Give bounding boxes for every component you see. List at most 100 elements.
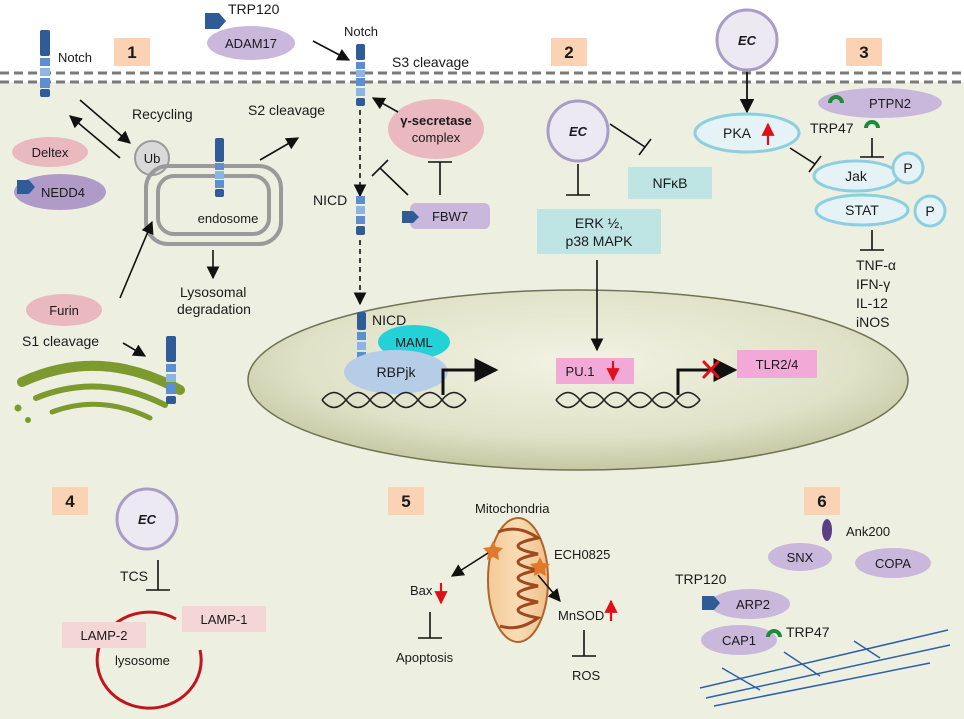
ec-circle-4: EC [115, 487, 179, 551]
jak-oval: Jak [812, 159, 900, 193]
s1-cleavage-arrow [122, 342, 147, 357]
svg-text:4: 4 [65, 492, 75, 511]
nfkb-box: NFκB [628, 167, 712, 199]
svg-text:complex: complex [412, 130, 461, 145]
s1-cleavage-label: S1 cleavage [22, 333, 99, 349]
svg-text:ADAM17: ADAM17 [225, 36, 277, 51]
ptpn2-protein: PTPN2 [818, 88, 942, 118]
svg-text:γ-secretase: γ-secretase [400, 113, 472, 128]
jak-phospho: P [891, 151, 925, 185]
fbw7-inhibition [371, 159, 452, 196]
nicd-nuclear-icon [357, 312, 366, 360]
svg-text:P: P [903, 160, 912, 176]
dna-helix-2 [555, 391, 701, 409]
s2-cleavage-arrow [259, 137, 300, 161]
svg-text:PU.1: PU.1 [566, 364, 595, 379]
panel-label-3: 3 [846, 38, 882, 66]
deltex-protein: Deltex [12, 137, 88, 167]
gamma-secretase-arrow [371, 97, 399, 113]
svg-text:STAT: STAT [845, 202, 879, 218]
endoplasmic-reticulum [14, 360, 185, 423]
notch-membrane-icon [356, 44, 365, 106]
svg-text:3: 3 [859, 43, 868, 62]
erk-box: ERK ½, p38 MAPK [537, 209, 661, 254]
svg-text:endosome: endosome [198, 211, 259, 226]
ank200-label: Ank200 [846, 524, 890, 539]
transcription-arrow-1 [441, 358, 499, 395]
svg-text:PTPN2: PTPN2 [869, 96, 911, 111]
panel-label-5: 5 [388, 487, 424, 515]
cytokine-ifn: IFN-γ [856, 276, 890, 292]
gamma-secretase-complex: γ-secretase complex [388, 99, 484, 159]
ec-inhibits-nfkb [609, 123, 652, 156]
tlr-box: TLR2/4 [737, 350, 817, 378]
endosome: endosome [144, 164, 283, 246]
svg-text:6: 6 [817, 492, 826, 511]
svg-text:COPA: COPA [875, 556, 911, 571]
star-icon-1 [483, 541, 503, 560]
mitochondrion [487, 517, 549, 643]
stat-inhibits-cytokines [860, 230, 884, 251]
apoptosis-label: Apoptosis [396, 650, 454, 665]
trp47-icon-6 [766, 629, 782, 637]
trp120-label: TRP120 [228, 1, 280, 17]
tcs-inhibition [146, 560, 170, 591]
svg-text:SNX: SNX [787, 550, 814, 565]
trp47-label: TRP47 [810, 120, 854, 136]
svg-text:RBPjk: RBPjk [377, 364, 417, 380]
panel-label-6: 6 [804, 487, 840, 515]
adam17-protein: ADAM17 [207, 26, 295, 60]
svg-text:lysosome: lysosome [115, 653, 170, 668]
svg-text:2: 2 [564, 43, 573, 62]
svg-text:PKA: PKA [723, 125, 752, 141]
recycling-label: Recycling [132, 106, 193, 122]
panel-label-1: 1 [114, 38, 150, 66]
svg-text:LAMP-1: LAMP-1 [201, 612, 248, 627]
svg-text:NFκB: NFκB [653, 175, 688, 191]
notch-in-endosome-icon [215, 138, 224, 197]
notch-s3-label: Notch [344, 24, 378, 39]
pu1-box: PU.1 [556, 358, 634, 384]
stat-oval: STAT [814, 193, 910, 227]
transcription-arrow-2 [676, 358, 738, 395]
panel-label-2: 2 [551, 38, 587, 66]
svg-text:Deltex: Deltex [32, 145, 69, 160]
blocked-x-icon [702, 360, 720, 379]
trp120-label-6: TRP120 [675, 571, 727, 587]
nedd4-tag-icon [17, 180, 35, 194]
snx-protein: SNX [768, 543, 832, 571]
trp47-icon-2 [864, 120, 880, 128]
ank200-icon [822, 519, 832, 541]
nedd4-protein: NEDD4 [14, 174, 106, 210]
arp2-tag-icon [702, 596, 720, 610]
trp120-tag-icon [205, 13, 226, 29]
notch-label: Notch [58, 50, 92, 65]
cap1-protein: CAP1 [701, 625, 777, 655]
star-icon-2 [530, 557, 550, 576]
svg-text:Jak: Jak [845, 168, 868, 184]
bax-label: Bax [410, 583, 433, 598]
dna-helix-1 [321, 391, 467, 409]
svg-text:MAML: MAML [395, 335, 433, 350]
mito-to-bax-arrow [450, 552, 489, 577]
nicd-nuclear-label: NICD [372, 312, 406, 328]
mito-to-mnsod-arrow [537, 574, 561, 602]
ech0825-label: ECH0825 [554, 547, 610, 562]
svg-text:NEDD4: NEDD4 [41, 185, 85, 200]
svg-text:CAP1: CAP1 [722, 633, 756, 648]
svg-text:EC: EC [738, 33, 757, 48]
rbpjk-protein: RBPjk [344, 350, 448, 394]
svg-text:EC: EC [569, 124, 588, 139]
fbw7-protein: FBW7 [410, 203, 490, 229]
mnsod-inhibits-ros [572, 630, 596, 657]
trp47-label-6: TRP47 [786, 624, 830, 640]
mitochondria-label: Mitochondria [475, 501, 550, 516]
ptpn2-inhibits-jak [860, 138, 884, 158]
tcs-label: TCS [120, 568, 148, 584]
arp2-protein: ARP2 [710, 589, 790, 619]
furin-protein: Furin [26, 294, 102, 326]
actin-filaments [699, 629, 951, 707]
ec-circle-2: EC [546, 99, 610, 163]
mnsod-label: MnSOD [558, 608, 604, 623]
